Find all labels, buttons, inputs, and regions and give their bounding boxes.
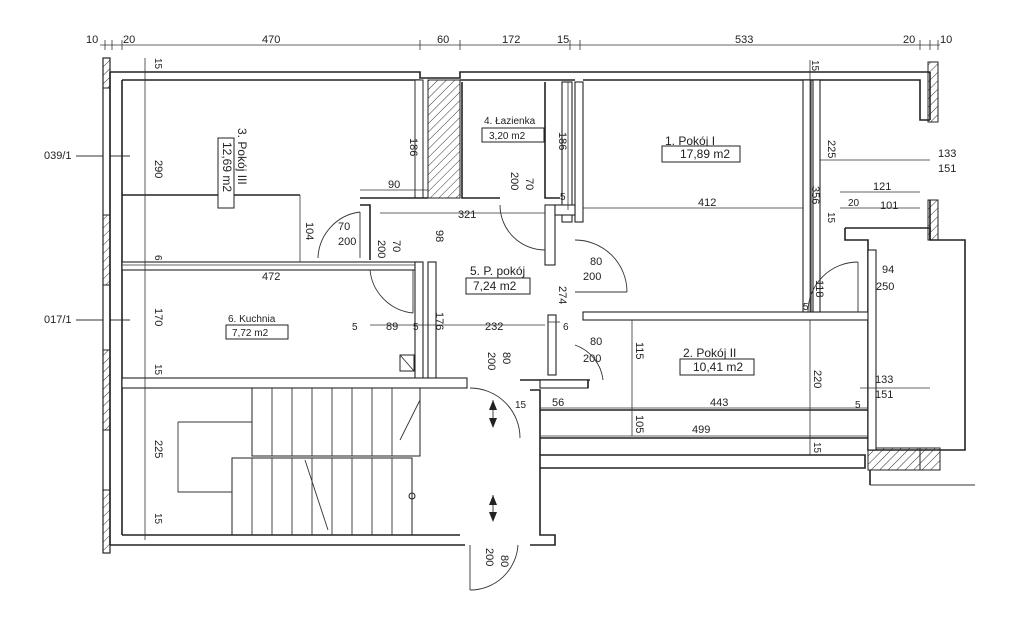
dim-80a: 80 — [590, 256, 602, 268]
room-name-pokoj-1: 1. Pokój I — [665, 134, 715, 148]
dim-133b: 133 — [875, 374, 893, 386]
dim-56: 56 — [552, 397, 564, 409]
dim-top-172: 172 — [502, 34, 520, 46]
dimension-texts: 15 290 6 170 15 225 15 186 90 104 70 200… — [152, 58, 956, 567]
dim-200e: 200 — [583, 353, 601, 365]
dim-6a: 6 — [152, 255, 163, 261]
dim-104: 104 — [303, 222, 315, 240]
dim-186a: 186 — [407, 138, 419, 156]
dim-200d: 200 — [583, 271, 601, 283]
dim-15a: 15 — [152, 58, 163, 70]
dim-115: 115 — [633, 342, 645, 360]
interior-dimension-lines — [122, 58, 930, 540]
room-name-pokoj-3: 3. Pokój III — [235, 128, 249, 185]
room-labels: 1. Pokój I 17,89 m2 2. Pokój II 10,41 m2… — [217, 116, 755, 376]
dim-176: 176 — [433, 312, 445, 330]
dim-220: 220 — [811, 370, 823, 388]
dim-70a: 70 — [338, 221, 350, 233]
dim-121: 121 — [873, 181, 891, 193]
dim-15d: 15 — [809, 60, 820, 72]
dim-133a: 133 — [938, 148, 956, 160]
dim-5c: 5 — [352, 322, 358, 333]
room-area-pokoj-3: 12,69 m2 — [220, 142, 234, 192]
room-name-lazienka: 4. Łazienka — [484, 116, 536, 127]
dim-top-533: 533 — [735, 34, 753, 46]
room-area-lazienka: 3,20 m2 — [489, 131, 526, 142]
interior-walls — [121, 79, 877, 451]
dim-15b: 15 — [152, 364, 163, 376]
dim-20: 20 — [848, 198, 860, 209]
dim-70c: 70 — [523, 178, 535, 190]
dim-225b: 225 — [825, 140, 837, 158]
dim-200a: 200 — [338, 236, 356, 248]
dim-5d: 5 — [413, 322, 419, 333]
left-side-labels: 039/1 017/1 — [44, 150, 130, 326]
dim-top-60: 60 — [437, 34, 449, 46]
dim-70b: 70 — [390, 240, 402, 252]
dim-101: 101 — [880, 200, 898, 212]
dim-170: 170 — [152, 308, 164, 326]
room-area-pokoj-2: 10,41 m2 — [693, 360, 743, 374]
label-039-1: 039/1 — [44, 150, 72, 162]
top-dimension-line: 10 20 470 60 172 15 533 20 10 — [86, 34, 952, 50]
dim-5b: 5 — [803, 302, 809, 313]
dim-98: 98 — [433, 230, 445, 242]
dim-top-20b: 20 — [903, 34, 915, 46]
dim-80b: 80 — [590, 336, 602, 348]
dim-118: 118 — [813, 280, 825, 298]
dim-90: 90 — [388, 179, 400, 191]
room-name-kuchnia: 6. Kuchnia — [228, 314, 276, 325]
dim-89: 89 — [386, 321, 398, 333]
dim-472: 472 — [262, 271, 280, 283]
dim-151b: 151 — [875, 389, 893, 401]
dim-356: 356 — [809, 186, 821, 204]
dim-15f: 15 — [515, 400, 527, 411]
staircase — [177, 387, 421, 536]
label-017-1: 017/1 — [44, 314, 72, 326]
dim-186b: 186 — [556, 132, 568, 150]
dim-15e: 15 — [825, 212, 836, 224]
dim-499: 499 — [692, 424, 710, 436]
dim-151a: 151 — [938, 163, 956, 175]
dim-200g: 200 — [483, 548, 495, 566]
dim-105: 105 — [633, 415, 645, 433]
dim-5a: 5 — [560, 192, 566, 203]
dim-274: 274 — [556, 286, 568, 304]
room-name-pokoj-2: 2. Pokój II — [683, 346, 736, 360]
dim-250: 250 — [876, 281, 894, 293]
dim-232: 232 — [485, 321, 503, 333]
dim-top-20a: 20 — [123, 34, 135, 46]
room-name-przedpokoj: 5. P. pokój — [470, 264, 525, 278]
dim-top-10a: 10 — [86, 34, 98, 46]
dim-321: 321 — [458, 209, 476, 221]
dim-80c: 80 — [500, 352, 512, 364]
dim-15g: 15 — [811, 442, 822, 454]
dim-94: 94 — [882, 264, 894, 276]
room-area-przedpokoj: 7,24 m2 — [473, 279, 517, 293]
dim-290: 290 — [152, 160, 164, 178]
entry-arrows — [489, 400, 497, 522]
dim-200b: 200 — [375, 240, 387, 258]
dim-5e: 5 — [855, 400, 861, 411]
dim-top-10b: 10 — [940, 34, 952, 46]
dim-412: 412 — [698, 197, 716, 209]
dim-top-15: 15 — [557, 34, 569, 46]
dim-200c: 200 — [508, 172, 520, 190]
room-area-pokoj-1: 17,89 m2 — [680, 147, 730, 161]
dim-6b: 6 — [563, 322, 569, 333]
door-swings — [317, 204, 859, 591]
dim-top-470: 470 — [262, 34, 280, 46]
room-area-kuchnia: 7,72 m2 — [232, 328, 269, 339]
dim-443: 443 — [710, 397, 728, 409]
dim-80d: 80 — [498, 555, 510, 567]
dim-15c: 15 — [152, 513, 163, 525]
dim-200f: 200 — [485, 352, 497, 370]
dim-225a: 225 — [152, 440, 164, 458]
